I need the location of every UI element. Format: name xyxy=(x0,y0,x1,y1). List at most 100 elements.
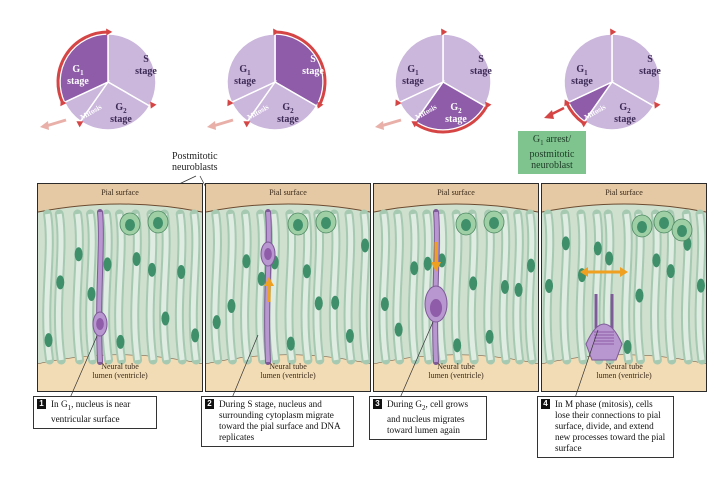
g2-stage-sector xyxy=(79,81,151,131)
g2-stage-sector xyxy=(246,81,318,131)
g1-stage-label: G1 xyxy=(239,64,251,77)
neuroblast-nucleus xyxy=(293,219,303,231)
cell-body xyxy=(227,213,235,361)
step-number: 1 xyxy=(37,399,46,409)
g2-stage-label: G2 xyxy=(115,102,127,115)
s-stage-label: S xyxy=(310,54,316,65)
cell-nucleus xyxy=(666,264,675,279)
neuroblast-nucleus xyxy=(637,221,647,233)
cell-nucleus xyxy=(361,238,370,253)
caption-step-1: 1 In G1, nucleus is near ventricular sur… xyxy=(33,396,157,429)
cycle-arrowhead xyxy=(580,121,588,128)
tissue-drawing xyxy=(206,184,370,391)
cell-nucleus xyxy=(514,282,523,297)
g1-stage-label-word: stage xyxy=(571,76,593,87)
g1-stage-label-word: stage xyxy=(402,76,424,87)
g1-arrest-label: G1 arrest/ postmitotic neuroblast xyxy=(518,131,586,174)
exit-arrow xyxy=(212,118,234,128)
cycle-arrowhead xyxy=(60,99,67,107)
cell-nucleus xyxy=(103,257,112,272)
cell-nucleus xyxy=(227,299,236,314)
migrating-nucleus xyxy=(429,299,443,317)
migration-arrowhead xyxy=(431,262,441,272)
g1-stage-sector xyxy=(59,33,109,104)
neuroblast-nucleus xyxy=(489,217,499,229)
cell-nucleus xyxy=(500,279,509,294)
neuroblast-nucleus xyxy=(321,217,331,229)
migrating-nucleus xyxy=(96,318,104,330)
s-stage-sector xyxy=(442,33,492,108)
cycle-arrowhead xyxy=(564,99,571,107)
pial-line xyxy=(206,203,370,213)
cell-nucleus xyxy=(87,287,96,302)
neuroblast-nucleus xyxy=(659,217,669,229)
cycle-arrowhead xyxy=(227,99,234,107)
phase-arc xyxy=(56,30,109,104)
cell-body xyxy=(514,213,523,361)
cell-nucleus xyxy=(696,278,705,293)
cell-body xyxy=(74,213,83,361)
cell-body xyxy=(103,213,111,361)
cell-nucleus xyxy=(380,297,389,312)
step-number: 2 xyxy=(205,399,214,409)
g1-stage-label-word: stage xyxy=(67,76,89,87)
cell-body xyxy=(242,213,250,361)
cell-body xyxy=(423,213,432,361)
cell-body xyxy=(270,213,279,361)
cell-body xyxy=(212,213,221,361)
cycle-arrowhead xyxy=(610,28,617,36)
g2-stage-label-word: stage xyxy=(110,114,132,125)
cell-nucleus xyxy=(302,264,311,279)
g1-stage-label: G1 xyxy=(72,64,84,77)
neuroblast-nucleus xyxy=(125,219,135,231)
cell-nucleus xyxy=(44,333,53,348)
migrating-nucleus xyxy=(264,248,272,260)
step-number: 4 xyxy=(541,399,550,409)
cycle-arrowhead xyxy=(485,101,492,109)
pial-surface-label: Pial surface xyxy=(437,188,475,197)
cell-nucleus xyxy=(652,253,661,268)
s-stage-label: S xyxy=(647,54,653,65)
cell-nucleus xyxy=(345,328,354,343)
neuroblast-nucleus xyxy=(461,219,471,231)
cell-body xyxy=(409,213,418,361)
cycle-arrowhead xyxy=(317,101,324,109)
cell-nucleus xyxy=(286,336,295,351)
s-stage-label-word: stage xyxy=(135,66,157,77)
cell-nucleus xyxy=(593,241,602,256)
cell-body xyxy=(360,213,369,361)
cycle-arrowhead xyxy=(243,121,251,128)
pial-surface-label: Pial surface xyxy=(605,188,643,197)
cell-nucleus xyxy=(623,340,632,355)
s-stage-label: S xyxy=(478,54,484,65)
cell-body xyxy=(437,213,446,361)
division-arrowhead-left xyxy=(580,267,588,277)
cell-body xyxy=(526,213,535,361)
migrating-cell xyxy=(265,211,271,363)
cell-nucleus xyxy=(161,311,170,326)
g1-stage-sector xyxy=(394,33,444,104)
g1-stage-sector xyxy=(226,33,276,104)
g2-stage-label: G2 xyxy=(282,102,294,115)
cycle-arrowhead xyxy=(654,101,661,109)
pial-line xyxy=(374,203,538,213)
cycle-arrowhead xyxy=(273,28,280,36)
cell-body xyxy=(87,213,95,361)
g1-stage-label-word: stage xyxy=(234,76,256,87)
phase-arc xyxy=(274,30,327,108)
cell-body xyxy=(330,213,339,361)
cycle-arrowhead xyxy=(411,121,419,128)
s-stage-sector xyxy=(611,33,661,108)
neuroblast-nucleus xyxy=(153,217,163,229)
g2-stage-label-word: stage xyxy=(614,114,636,125)
cell-nucleus xyxy=(74,247,83,262)
